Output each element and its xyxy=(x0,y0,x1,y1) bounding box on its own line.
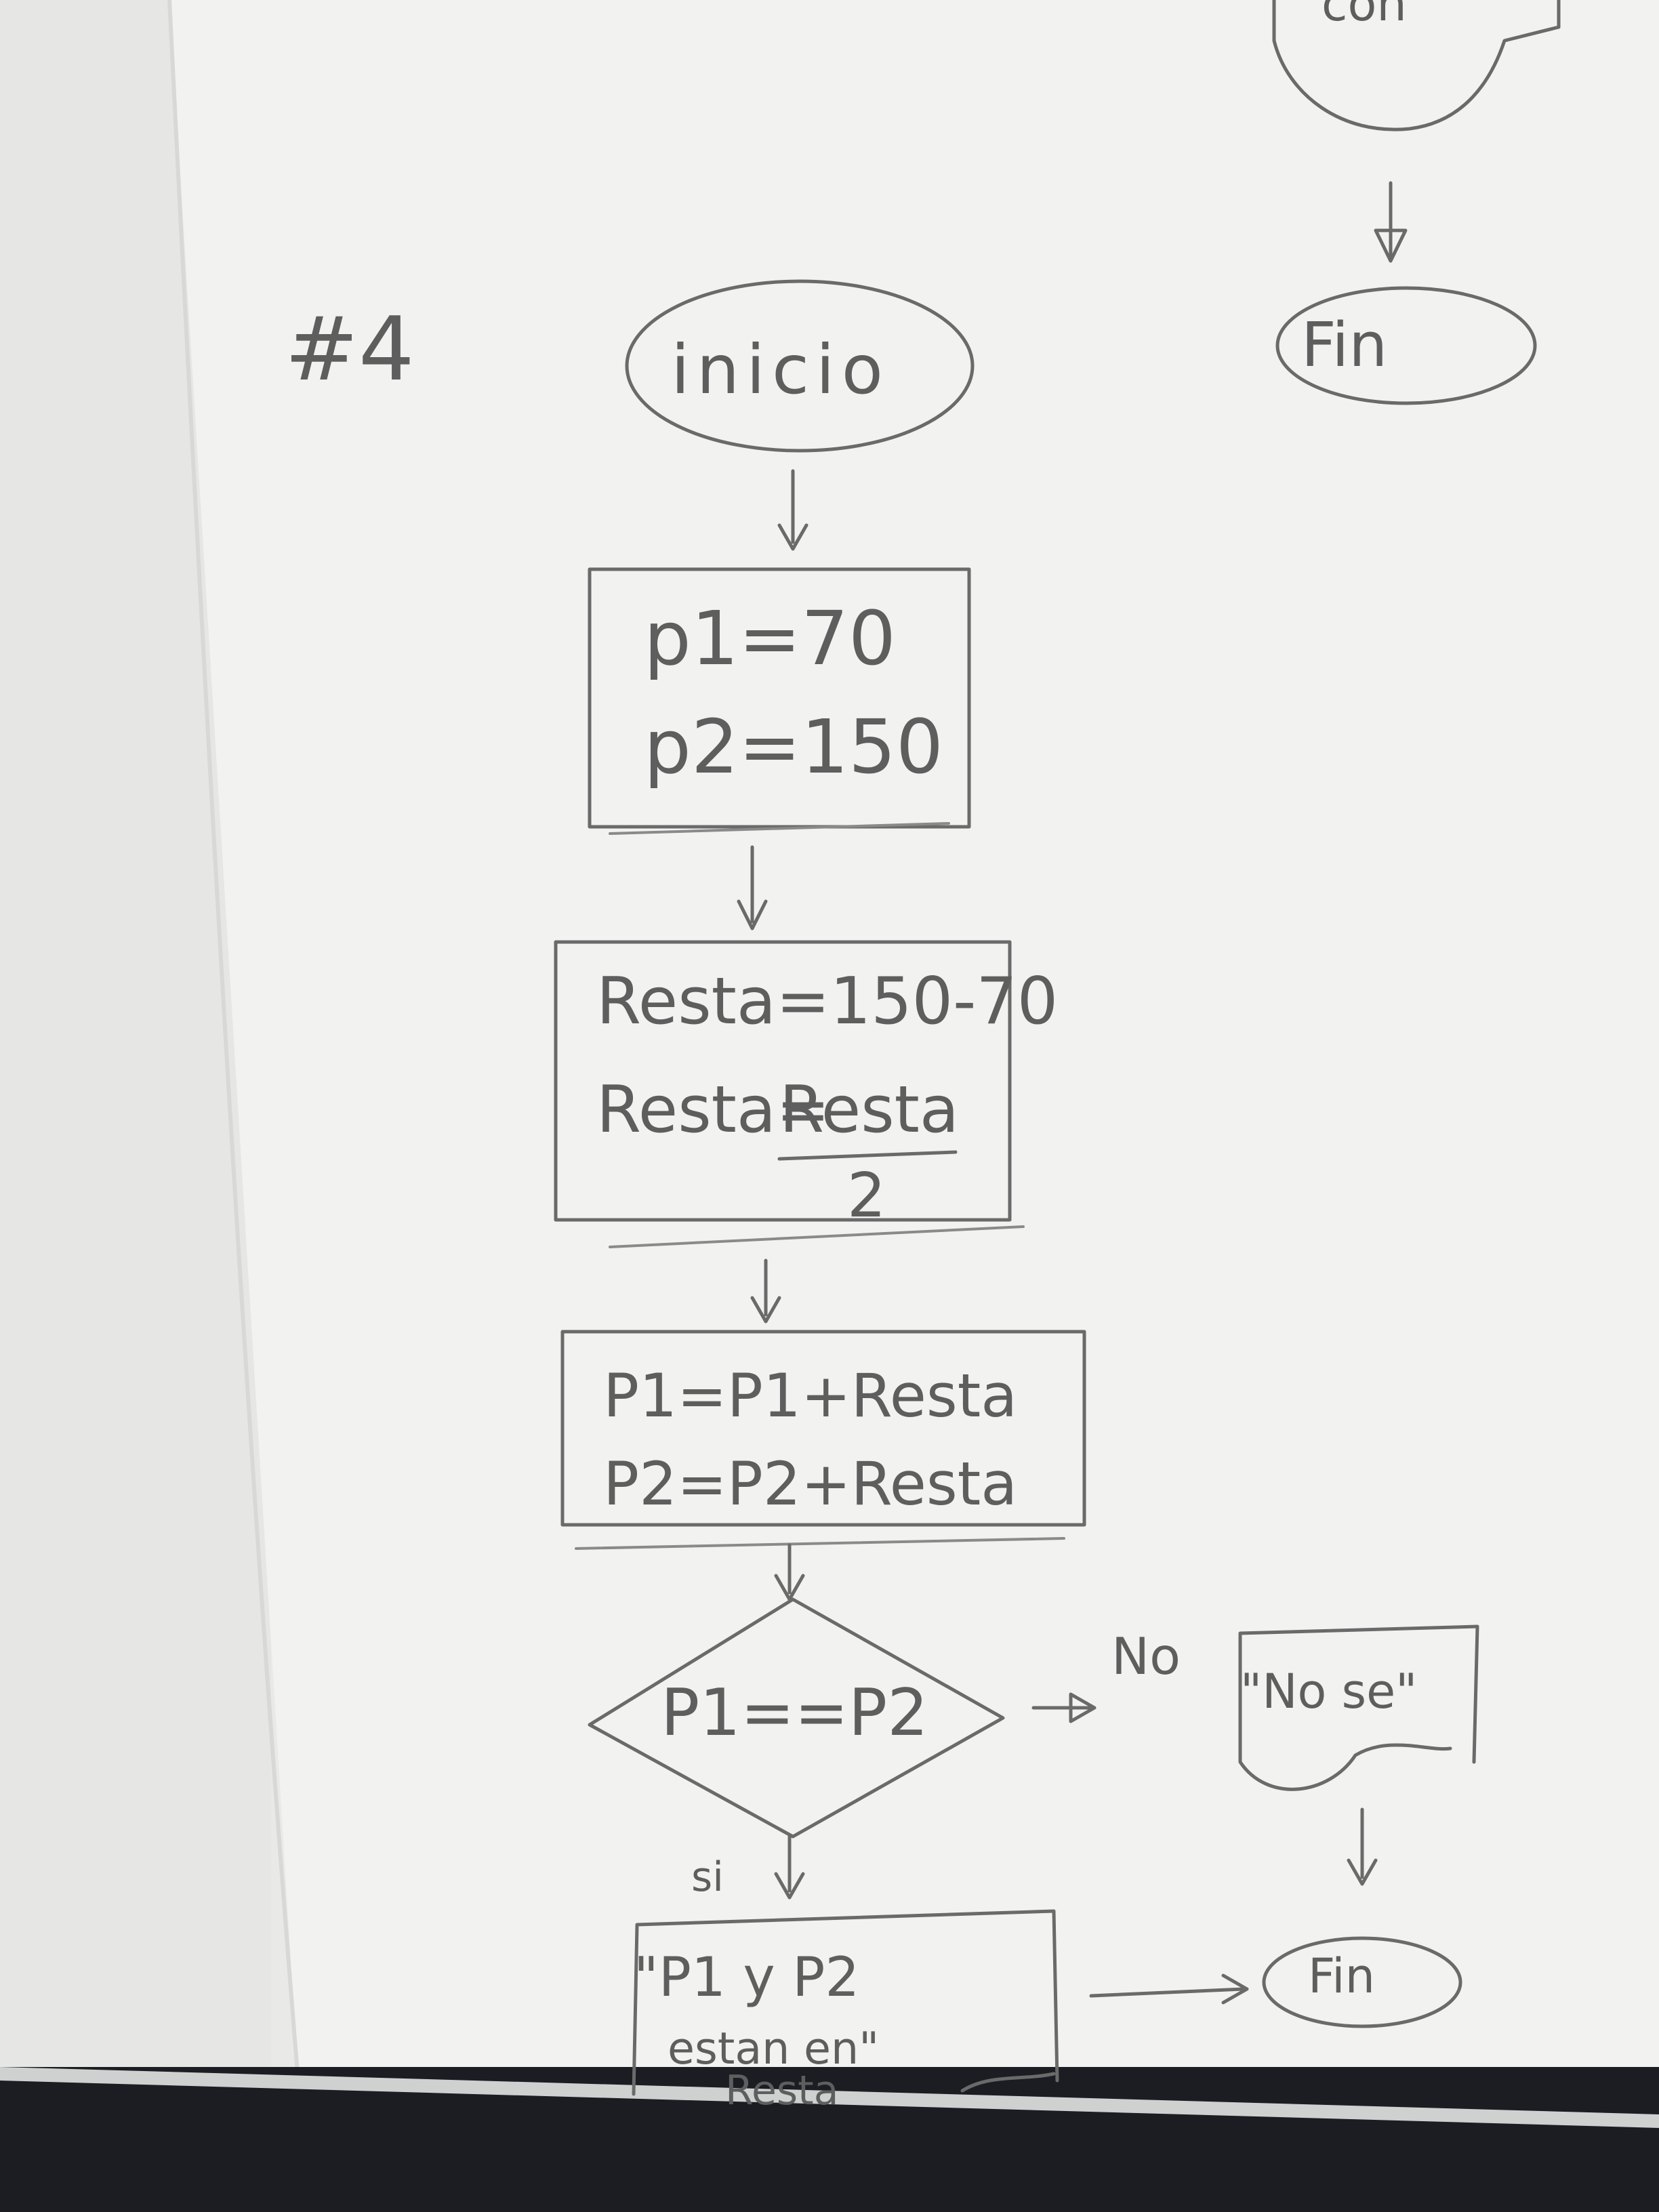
paper-sheet xyxy=(169,0,1659,2114)
start-terminal xyxy=(625,279,975,453)
arrow-top-to-fin xyxy=(1374,181,1408,263)
start-label: inicio xyxy=(671,330,890,409)
end-top-terminal xyxy=(1275,286,1537,405)
resta-process xyxy=(554,940,1012,1222)
update-shadow xyxy=(575,1537,1065,1550)
resta-line1: Resta=150-70 xyxy=(596,964,1058,1039)
end-bottom-terminal xyxy=(1262,1936,1462,2028)
update-line2: P2=P2+Resta xyxy=(603,1449,1017,1519)
paper-fold xyxy=(167,0,300,2081)
arrow-assign-to-resta xyxy=(737,845,768,930)
assign-shadow xyxy=(609,822,950,835)
resta-shadow xyxy=(609,1225,1025,1248)
resta-line2-left: Resta= xyxy=(596,1073,830,1147)
decision-label: P1==P2 xyxy=(661,1676,928,1750)
update-line1: P1=P1+Resta xyxy=(603,1361,1017,1431)
update-process xyxy=(560,1330,1086,1527)
arrow-start-to-assign xyxy=(777,469,808,551)
paper-bottom-edge xyxy=(0,2067,1659,2128)
arrow-decision-si xyxy=(774,1835,805,1900)
output-si-line1: "P1 y P2 xyxy=(634,1946,859,2009)
arrow-si-to-fin xyxy=(1089,1973,1249,2005)
no-label: No xyxy=(1111,1626,1181,1686)
si-label: si xyxy=(691,1853,724,1901)
output-no-label: "No se" xyxy=(1240,1664,1417,1719)
output-si-line2: estan en" xyxy=(668,2024,879,2074)
end-top-label: Fin xyxy=(1301,310,1387,381)
assign-line1: p1=70 xyxy=(644,595,896,682)
top-cut-label: con xyxy=(1322,0,1407,32)
top-cut-output-shape xyxy=(1272,0,1561,131)
arrow-update-to-decision xyxy=(774,1543,805,1601)
arrow-resta-to-update xyxy=(750,1258,781,1324)
resta-line2-numerator: Resta xyxy=(779,1073,959,1147)
page-number: #4 xyxy=(285,298,415,401)
resta-line2-denominator: 2 xyxy=(847,1160,886,1231)
arrow-decision-no xyxy=(1031,1692,1097,1723)
decision-diamond xyxy=(588,1597,1005,1839)
assign-line2: p2=150 xyxy=(644,703,943,790)
arrow-no-to-fin xyxy=(1347,1807,1378,1886)
output-si-line3: Resta xyxy=(725,2067,838,2114)
fraction-bar xyxy=(777,1150,958,1161)
end-bottom-label: Fin xyxy=(1308,1948,1375,2004)
assign-process xyxy=(588,567,971,829)
output-no-shape xyxy=(1238,1624,1479,1791)
output-si-shape xyxy=(632,1909,1059,2096)
